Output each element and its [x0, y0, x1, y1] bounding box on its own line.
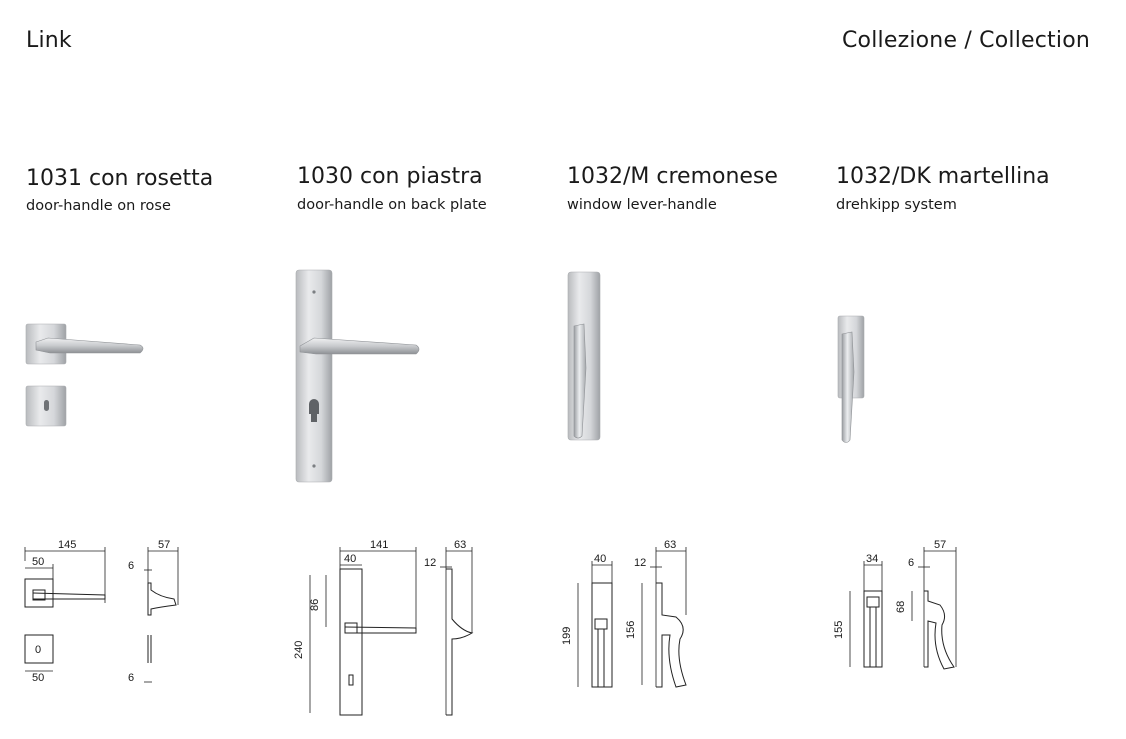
dim-p2-plate-w: 40 — [344, 553, 356, 565]
dim-p1-rose-w: 50 — [32, 556, 44, 568]
dim-p4-proj: 57 — [934, 539, 946, 551]
lever-outline — [344, 626, 417, 634]
product-2-photo — [295, 269, 420, 483]
product-2-drawing: 141 40 86 240 63 12 — [293, 539, 474, 716]
window-plate-outline — [591, 582, 613, 688]
dim-p1-proj: 57 — [158, 539, 170, 551]
dim-p3-h-total: 199 — [561, 627, 573, 645]
lever-arm — [299, 337, 420, 355]
product-1-title: 1031 con rosetta — [26, 166, 214, 191]
product-1-drawing: 145 50 57 6 0 50 6 — [24, 539, 179, 684]
side-profile — [924, 590, 955, 670]
product-1-subtitle: door-handle on rose — [26, 198, 171, 214]
product-1-photo — [25, 323, 144, 427]
escutcheon-outline — [24, 634, 54, 664]
keyhole — [44, 400, 49, 411]
dim-p4-h-total: 155 — [833, 621, 845, 639]
window-lever-outline — [597, 629, 605, 688]
dim-p3-plate-t: 12 — [634, 557, 646, 569]
dim-p4-plate-w: 34 — [866, 553, 878, 565]
dim-p4-h-lever: 68 — [895, 601, 907, 613]
backplate-outline — [339, 568, 363, 716]
dim-p4-plate-t: 6 — [908, 557, 914, 569]
cylinder-hole — [309, 399, 319, 422]
product-4-subtitle: drehkipp system — [836, 197, 957, 213]
product-3-subtitle: window lever-handle — [567, 197, 717, 213]
svg-text:0: 0 — [35, 644, 41, 656]
side-profile — [147, 582, 177, 616]
dim-p1-esc-t: 6 — [128, 672, 134, 684]
dim-p3-proj: 63 — [664, 539, 676, 551]
dim-p2-proj: 63 — [454, 539, 466, 551]
rose-outline — [24, 578, 54, 608]
lever-arm — [35, 337, 144, 354]
side-profile — [446, 568, 474, 716]
dim-p2-h-total: 240 — [293, 641, 305, 659]
dim-p1-esc-w: 50 — [32, 672, 44, 684]
product-3-photo — [567, 271, 601, 441]
dim-p3-plate-w: 40 — [594, 553, 606, 565]
dk-lever-outline — [869, 607, 877, 668]
collection-label: Collezione / Collection — [842, 28, 1090, 53]
dim-p2-length: 141 — [370, 539, 388, 551]
side-profile — [656, 582, 687, 688]
window-lever — [573, 323, 587, 439]
dim-p2-plate-t: 12 — [424, 557, 436, 569]
dim-p1-rose-t: 6 — [128, 560, 134, 572]
lever-outline — [32, 592, 106, 600]
product-2-title: 1030 con piastra — [297, 164, 483, 189]
collection-name: Link — [26, 28, 72, 53]
product-4-photo — [837, 315, 865, 443]
back-plate — [295, 269, 333, 483]
product-2-subtitle: door-handle on back plate — [297, 197, 487, 213]
dk-lever — [841, 331, 855, 443]
product-3-drawing: 40 199 63 12 156 — [561, 539, 687, 688]
product-4-drawing: 34 155 57 6 68 — [833, 539, 957, 670]
product-3-title: 1032/M cremonese — [567, 164, 778, 189]
dim-p2-h-top: 86 — [309, 599, 321, 611]
product-4-title: 1032/DK martellina — [836, 164, 1050, 189]
dim-p1-length: 145 — [58, 539, 76, 551]
dim-p3-h-lever: 156 — [625, 621, 637, 639]
